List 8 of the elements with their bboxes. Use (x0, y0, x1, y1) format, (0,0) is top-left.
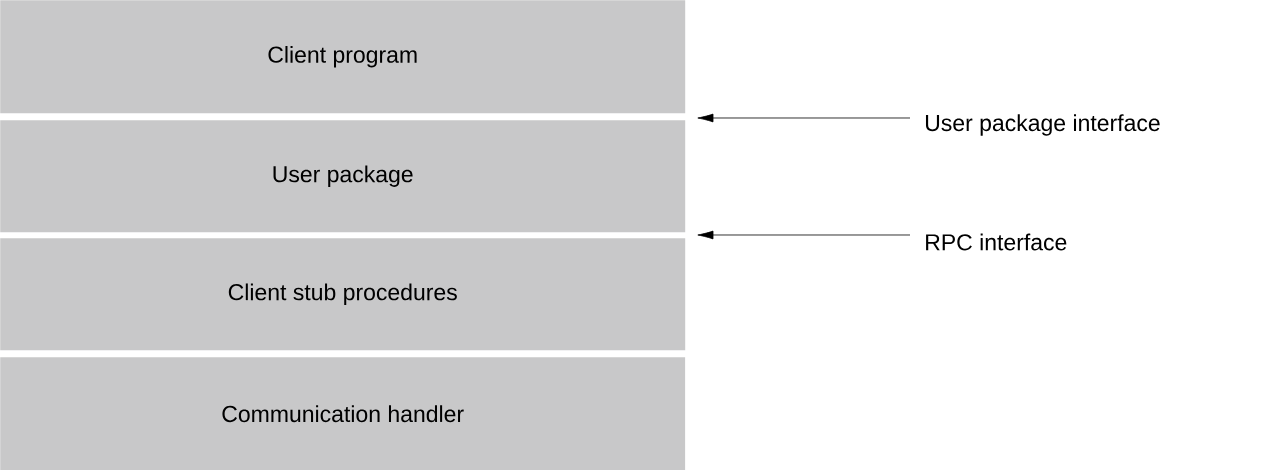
layer-box: Client program (0, 0, 686, 114)
arrow (697, 230, 911, 240)
layer-box: Communication handler (0, 357, 686, 470)
arrow (697, 113, 911, 123)
interface-label: RPC interface (926, 233, 1067, 251)
interface-label: User package interface (926, 114, 1160, 136)
layer-box: User package (0, 120, 686, 233)
layer-box: Client stub procedures (0, 238, 686, 351)
